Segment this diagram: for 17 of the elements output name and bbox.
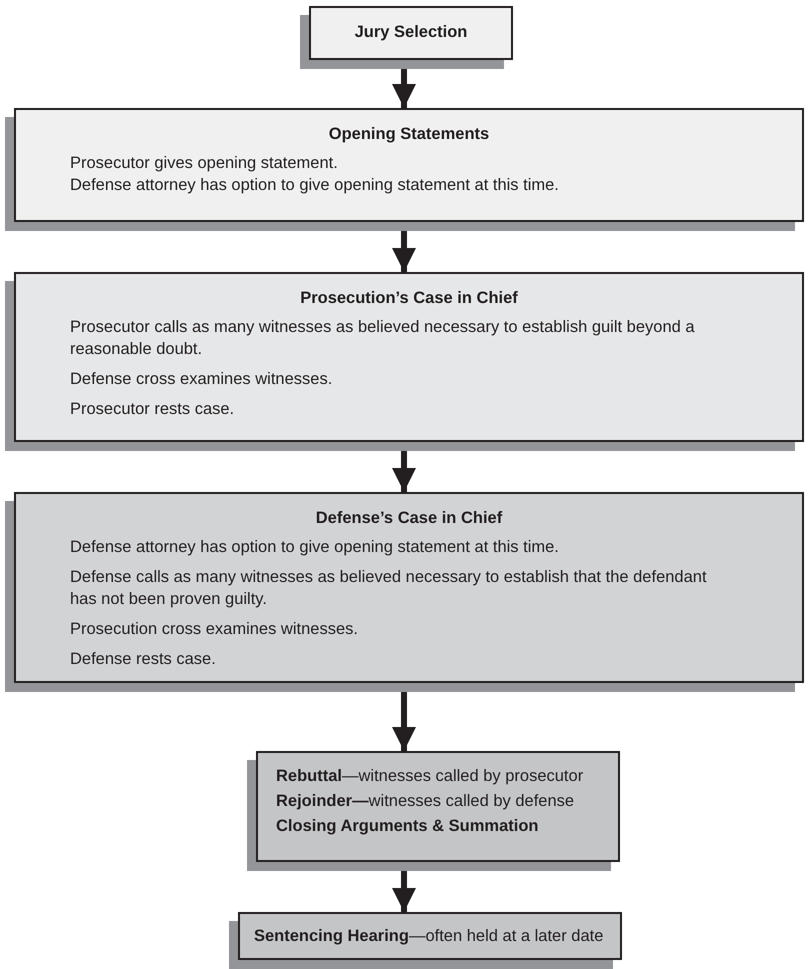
step-text: Rejoinder—witnesses called by defense: [276, 791, 576, 812]
step-text: Defense cross examines witnesses.: [70, 369, 334, 390]
step-text: Rebuttal—witnesses called by prosecutor: [276, 766, 584, 787]
step-heading: Defense’s Case in Chief: [314, 508, 504, 529]
step-heading: Prosecution’s Case in Chief: [299, 288, 519, 309]
step-text: Prosecutor gives opening statement.: [70, 153, 339, 174]
step-text: Closing Arguments & Summation: [276, 816, 540, 837]
step-text: Prosecutor rests case.: [70, 399, 236, 420]
step-text: Defense attorney has option to give opening statement at this time.: [70, 537, 560, 558]
step-text: Prosecution cross examines witnesses.: [70, 619, 359, 640]
step-text: Defense calls as many witnesses as believed necessary to establish that the defendant has not been proven guilty.: [70, 567, 708, 610]
step-text: Defense rests case.: [70, 649, 217, 670]
step-heading: Opening Statements: [328, 124, 490, 145]
step-text: Defense attorney has option to give opening statement at this time.: [70, 175, 560, 196]
step-text: Sentencing Hearing—often held at a later date: [254, 926, 604, 947]
step-heading: Jury Selection: [354, 22, 468, 43]
step-text: Prosecutor calls as many witnesses as believed necessary to establish guilt beyond a reasonable doubt.: [70, 317, 696, 360]
